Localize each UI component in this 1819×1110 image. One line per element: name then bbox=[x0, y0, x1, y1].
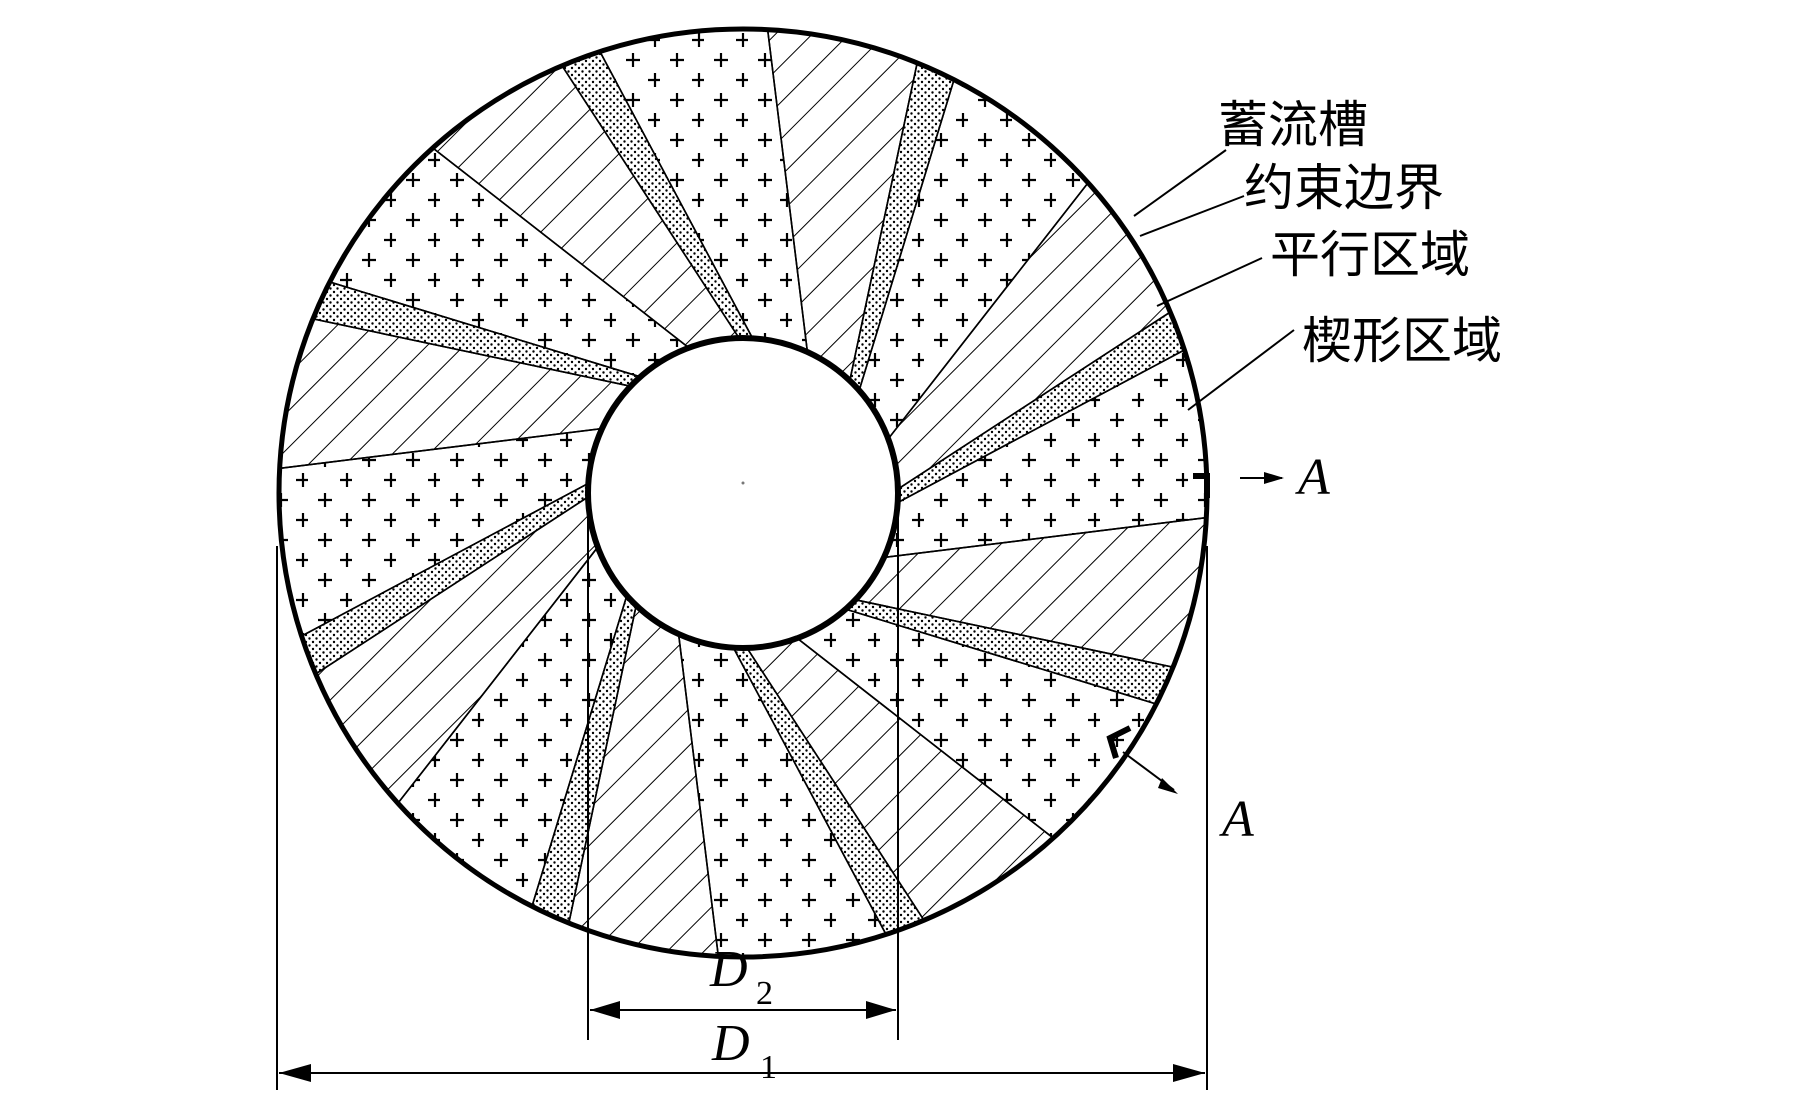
dimension-d2 bbox=[587, 500, 899, 1040]
label-d2-subscript: 2 bbox=[756, 975, 773, 1012]
label-parallel: 平行区域 bbox=[1270, 226, 1470, 284]
label-d1: D bbox=[711, 1015, 750, 1072]
leader-wedge bbox=[1187, 329, 1295, 411]
leader-parallel bbox=[1156, 257, 1263, 307]
label-d2: D bbox=[709, 941, 748, 998]
center-dot bbox=[741, 481, 745, 485]
section-marker-lower bbox=[1106, 725, 1178, 794]
leader-boundary bbox=[1139, 195, 1245, 237]
label-d1-subscript: 1 bbox=[760, 1049, 777, 1086]
inner-circle bbox=[585, 335, 901, 651]
section-marker-right bbox=[1193, 472, 1284, 498]
seal-face-regions bbox=[279, 29, 1207, 957]
label-section-a-right: A bbox=[1295, 449, 1330, 506]
label-boundary: 约束边界 bbox=[1244, 159, 1444, 217]
label-wedge: 楔形区域 bbox=[1302, 312, 1502, 370]
label-section-a-lower: A bbox=[1219, 791, 1254, 848]
leader-lines bbox=[1133, 149, 1295, 411]
leader-groove bbox=[1133, 149, 1227, 217]
dimension-d1 bbox=[276, 546, 1208, 1090]
label-groove: 蓄流槽 bbox=[1218, 96, 1368, 154]
